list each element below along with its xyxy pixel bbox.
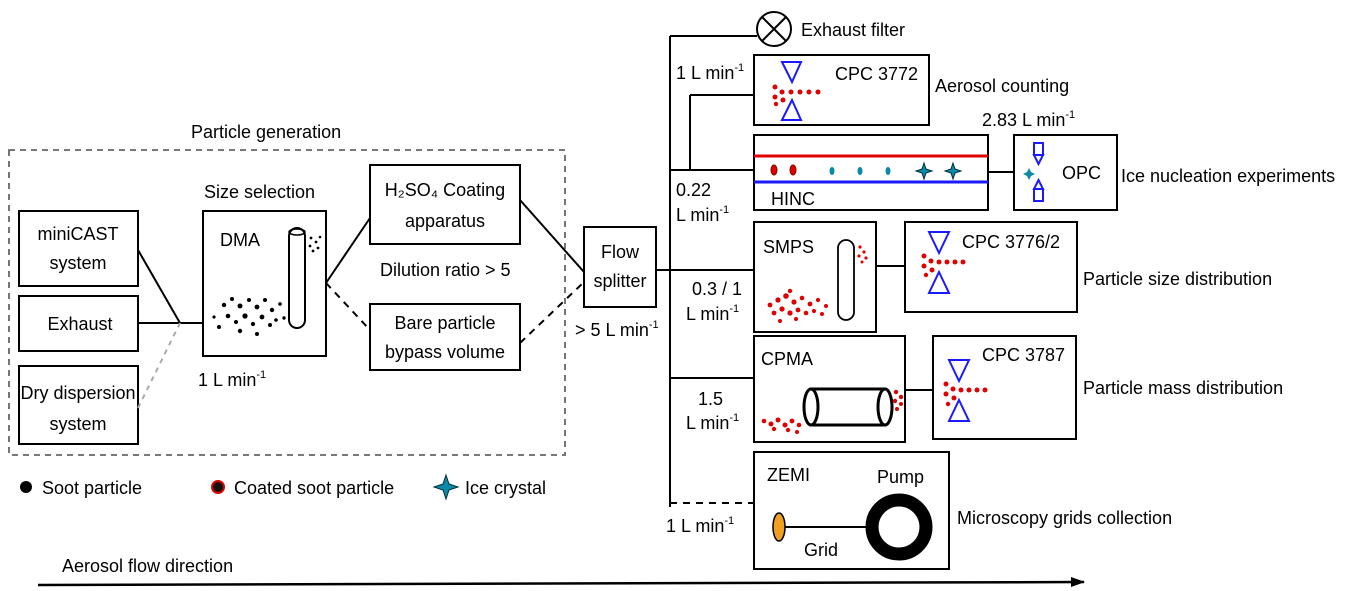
cpc3776-label: CPC 3776/2	[962, 232, 1060, 252]
smps-flow-label-line1: 0.3 / 1	[692, 279, 742, 299]
smps-label: SMPS	[763, 237, 814, 257]
flow-direction-label: Aerosol flow direction	[62, 556, 233, 576]
cpc3772-flow-label: 1 L min-1	[676, 62, 744, 83]
cpc3772-label: CPC 3772	[835, 64, 918, 84]
hinc-label: HINC	[771, 189, 815, 209]
splitter-label-line2: splitter	[593, 271, 646, 291]
dry-dispersion-line1: Dry dispersion	[20, 383, 135, 403]
bypass-label-line1: Bare particle	[394, 313, 495, 333]
dry-dispersion-line2: system	[49, 414, 106, 434]
cpc3787-box: CPC 3787	[932, 335, 1077, 440]
selected-soot-icon	[308, 235, 322, 253]
minicast-label-line1: miniCAST	[37, 224, 118, 244]
smps-column-icon	[837, 239, 855, 321]
exhaust-filter-label: Exhaust filter	[801, 20, 905, 40]
cpc3776-nozzle-icon	[927, 231, 951, 294]
aerosol-counting-label: Aerosol counting	[935, 76, 1069, 96]
particle-generation-frame	[8, 149, 566, 456]
bypass-to-splitter-line	[519, 281, 585, 344]
hinc-ice-crystal-icon	[914, 161, 963, 181]
soot-particle-legend-icon	[20, 481, 32, 493]
coating-apparatus-box: H₂SO₄ Coating apparatus	[369, 164, 521, 245]
flow-direction-arrow	[37, 577, 1085, 588]
smps-coated-particles-icon	[767, 245, 868, 323]
dma-column-icon	[288, 227, 306, 329]
opc-flow-label: 2.83 L min-1	[982, 109, 1075, 130]
exhaust-source-box: Exhaust	[18, 295, 139, 352]
cpma-cylinder-icon	[802, 387, 894, 427]
grid-icon	[772, 512, 786, 542]
smps-flow-label-line2: L min-1	[686, 303, 739, 324]
cpc3787-label: CPC 3787	[982, 345, 1065, 365]
minicast-label-line2: system	[49, 253, 106, 273]
minicast-system-box: miniCAST system	[18, 210, 139, 287]
size-selection-title: Size selection	[204, 182, 315, 202]
dma-to-coating-line	[325, 217, 371, 284]
legend-coated-label: Coated soot particle	[234, 478, 394, 498]
flow-splitter-box: Flow splitter	[583, 226, 657, 308]
pump-icon	[865, 493, 933, 561]
smps-box: SMPS	[753, 221, 877, 333]
ice-nucleation-label: Ice nucleation experiments	[1121, 166, 1335, 186]
dilution-ratio-label: Dilution ratio > 5	[380, 260, 511, 280]
cpma-label: CPMA	[761, 349, 813, 369]
zemi-label: ZEMI	[767, 465, 810, 485]
coating-to-splitter-line	[519, 199, 585, 273]
zemi-flow-label: 1 L min-1	[666, 515, 734, 536]
polydisperse-soot-icon	[212, 297, 286, 336]
coating-label-line2: apparatus	[405, 211, 485, 231]
hinc-coated-particles-icon	[770, 164, 797, 176]
dma-to-bypass-line	[325, 282, 371, 331]
cpma-box: CPMA	[753, 335, 906, 443]
dma-flow-label: 1 L min-1	[198, 369, 266, 390]
cpc3772-droplets-icon	[772, 84, 821, 107]
opc-detector-icon	[1032, 142, 1045, 202]
legend-soot-label: Soot particle	[42, 478, 142, 498]
pump-label: Pump	[877, 467, 924, 487]
coating-label-line1: H₂SO₄ Coating	[385, 180, 505, 200]
cpma-flow-label-line1: 1.5	[698, 389, 723, 409]
particle-mass-label: Particle mass distribution	[1083, 378, 1283, 398]
hinc-box: HINC	[753, 134, 989, 211]
cpma-flow-label-line2: L min-1	[686, 412, 739, 433]
opc-label: OPC	[1062, 163, 1101, 183]
minicast-connector	[137, 249, 181, 324]
hinc-flow-label-line1: 0.22	[676, 180, 711, 200]
cpc3772-nozzle-icon	[780, 61, 803, 121]
bypass-volume-box: Bare particle bypass volume	[369, 303, 521, 371]
dry-dispersion-box: Dry dispersion system	[18, 365, 139, 445]
dry-dispersion-connector	[137, 322, 181, 409]
particle-size-label: Particle size distribution	[1083, 269, 1272, 289]
exhaust-label: Exhaust	[47, 314, 112, 334]
cpma-coated-particles-icon	[761, 389, 904, 434]
cpc3776-droplets-icon	[921, 253, 966, 278]
ice-crystal-legend-icon	[432, 473, 460, 501]
dma-label: DMA	[220, 230, 260, 250]
particle-generation-title: Particle generation	[191, 122, 341, 142]
opc-ice-crystal-icon	[1023, 168, 1035, 180]
cpc3787-droplets-icon	[943, 381, 988, 407]
bypass-label-line2: bypass volume	[385, 342, 505, 362]
microscopy-label: Microscopy grids collection	[957, 508, 1172, 528]
exhaust-filter-icon	[756, 11, 792, 47]
cpc3772-box: CPC 3772	[753, 54, 930, 126]
splitter-label-line1: Flow	[601, 242, 640, 262]
dma-box: DMA	[202, 210, 327, 357]
legend: Soot particle Coated soot particle Ice c…	[20, 473, 546, 501]
grid-label: Grid	[804, 540, 838, 560]
legend-ice-label: Ice crystal	[465, 478, 546, 498]
hinc-flow-label-line2: L min-1	[676, 204, 729, 225]
coated-particle-legend-icon	[211, 480, 225, 494]
zemi-box: ZEMI Pump Grid	[753, 451, 950, 570]
opc-box: OPC	[1013, 134, 1118, 211]
hinc-growing-droplets-icon	[829, 167, 891, 175]
splitter-flow-label: > 5 L min-1	[575, 319, 659, 340]
cpc3776-box: CPC 3776/2	[904, 221, 1078, 313]
cpc3787-nozzle-icon	[947, 359, 971, 422]
